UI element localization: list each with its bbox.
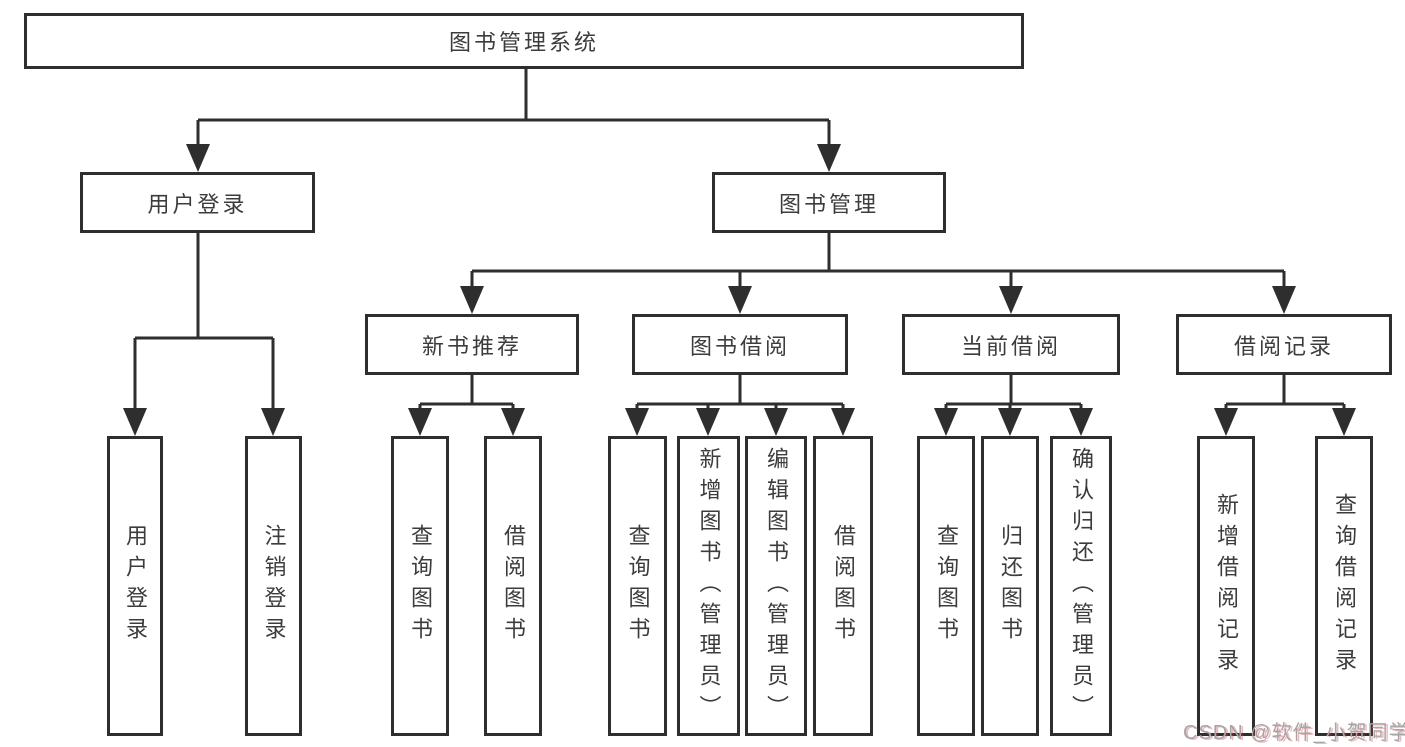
- node-query-borrow-record: 查询借阅记录: [1315, 436, 1373, 736]
- arrow-down-icon: [123, 144, 1356, 436]
- node-user-login-leaf: 用户登录: [107, 436, 163, 736]
- connector-lines-root: [196, 69, 831, 152]
- node-query-books-current: 查询图书: [917, 436, 975, 736]
- node-root: 图书管理系统: [24, 13, 1024, 69]
- node-borrow-books-recommend: 借阅图书: [484, 436, 542, 736]
- node-book-borrowing: 图书借阅: [632, 314, 848, 375]
- connector-lines-user-login: [133, 233, 275, 416]
- node-user-login: 用户登录: [80, 172, 315, 233]
- node-new-book-recommendation: 新书推荐: [365, 314, 579, 375]
- node-current-borrowing: 当前借阅: [902, 314, 1120, 375]
- node-add-borrow-record: 新增借阅记录: [1197, 436, 1255, 736]
- node-confirm-return-admin: 确认归还（管理员）: [1050, 436, 1112, 736]
- node-borrowing-records: 借阅记录: [1176, 314, 1392, 375]
- node-borrow-books-borrowing: 借阅图书: [813, 436, 873, 736]
- node-query-books-borrowing: 查询图书: [608, 436, 667, 736]
- node-add-book-admin: 新增图书（管理员）: [677, 436, 740, 736]
- node-edit-book-admin: 编辑图书（管理员）: [745, 436, 807, 736]
- node-book-management: 图书管理: [712, 172, 946, 233]
- connector-lines-borrow-records: [1224, 375, 1346, 416]
- connector-lines-book-borrowing: [635, 375, 845, 416]
- node-return-books: 归还图书: [981, 436, 1039, 736]
- connector-lines-new-book: [418, 375, 515, 416]
- node-logout-leaf: 注销登录: [245, 436, 302, 736]
- node-query-books-recommend: 查询图书: [391, 436, 449, 736]
- connector-lines-book-management: [470, 233, 1286, 294]
- watermark: CSDN @软件_小贺同学: [1183, 722, 1405, 744]
